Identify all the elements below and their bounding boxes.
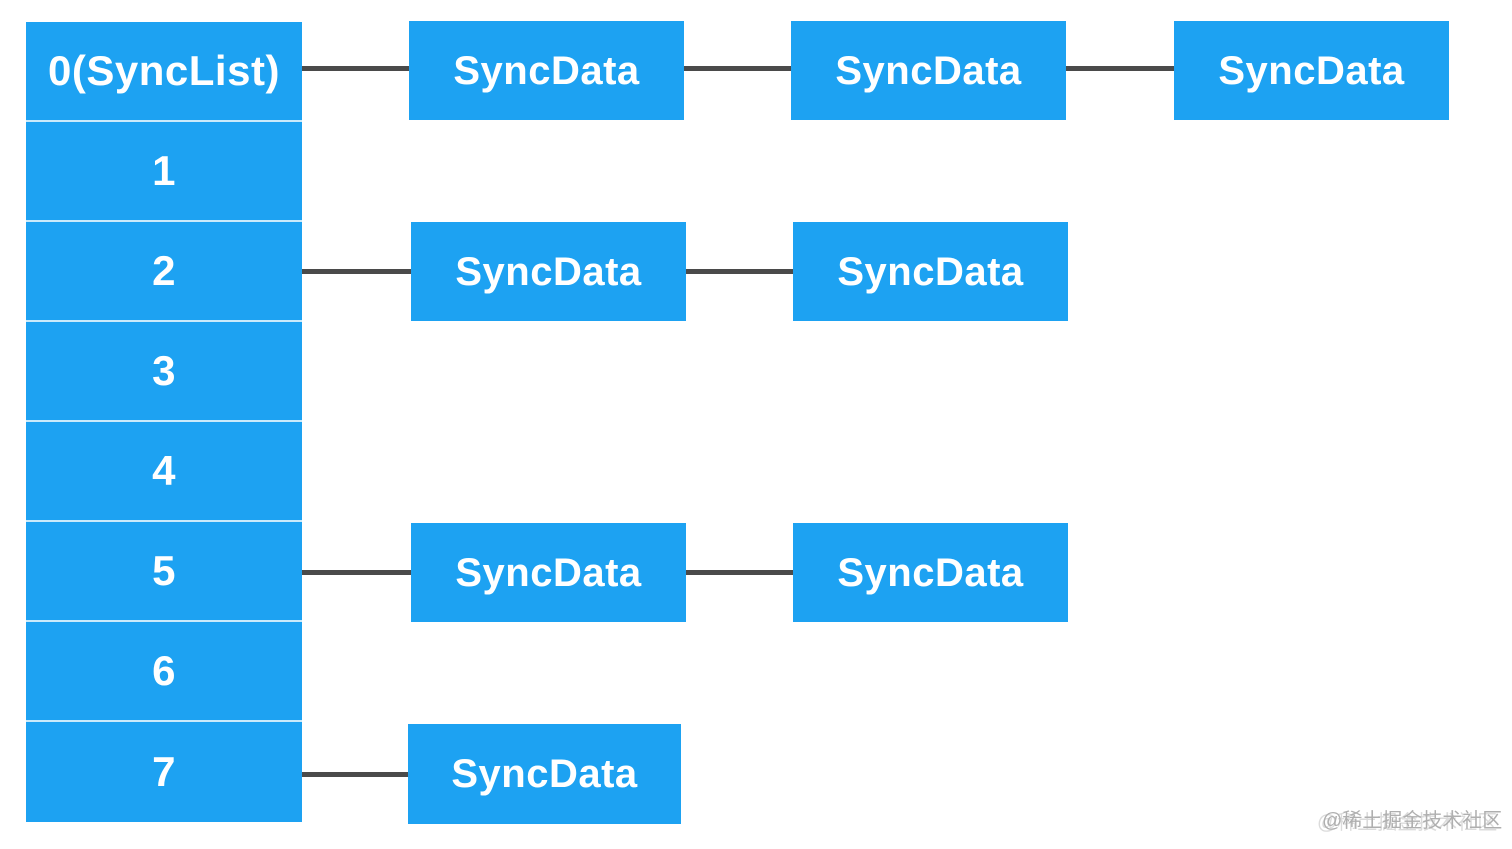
syncdata-node-label: SyncData bbox=[455, 550, 642, 595]
bucket-cell-0: 0(SyncList) bbox=[26, 22, 302, 122]
bucket-cell-1: 1 bbox=[26, 122, 302, 222]
connector-line-bucket5-b bbox=[686, 570, 793, 575]
connector-line-bucket7-a bbox=[302, 772, 408, 777]
connector-line-bucket5-a bbox=[302, 570, 411, 575]
syncdata-node-b5-1: SyncData bbox=[793, 523, 1068, 622]
syncdata-node-b0-0: SyncData bbox=[409, 21, 684, 120]
connector-line-bucket0-a bbox=[302, 66, 409, 71]
bucket-label-3: 3 bbox=[152, 347, 176, 394]
connector-line-bucket2-a bbox=[302, 269, 411, 274]
bucket-cell-2: 2 bbox=[26, 222, 302, 322]
bucket-cell-4: 4 bbox=[26, 422, 302, 522]
syncdata-node-b0-2: SyncData bbox=[1174, 21, 1449, 120]
syncdata-node-label: SyncData bbox=[451, 752, 638, 796]
bucket-cell-7: 7 bbox=[26, 722, 302, 822]
syncdata-node-b5-0: SyncData bbox=[411, 523, 686, 622]
syncdata-node-b2-1: SyncData bbox=[793, 222, 1068, 321]
bucket-array-column: 0(SyncList) 1 2 3 4 5 6 7 bbox=[26, 22, 302, 822]
syncdata-node-label: SyncData bbox=[837, 249, 1024, 294]
bucket-label-6: 6 bbox=[152, 647, 176, 694]
bucket-cell-3: 3 bbox=[26, 322, 302, 422]
syncdata-node-b2-0: SyncData bbox=[411, 222, 686, 321]
bucket-label-0: 0(SyncList) bbox=[48, 47, 280, 94]
watermark-text: @稀土掘金技术社区 bbox=[1322, 810, 1503, 832]
syncdata-node-label: SyncData bbox=[835, 48, 1022, 93]
bucket-cell-6: 6 bbox=[26, 622, 302, 722]
syncdata-node-label: SyncData bbox=[837, 550, 1024, 595]
bucket-label-2: 2 bbox=[152, 247, 176, 294]
connector-line-bucket0-c bbox=[1066, 66, 1174, 71]
syncdata-node-b0-1: SyncData bbox=[791, 21, 1066, 120]
connector-line-bucket0-b bbox=[684, 66, 791, 71]
bucket-label-1: 1 bbox=[152, 147, 176, 194]
bucket-label-7: 7 bbox=[152, 748, 176, 795]
syncdata-node-label: SyncData bbox=[1218, 48, 1405, 93]
bucket-label-5: 5 bbox=[152, 547, 176, 594]
syncdata-node-b7-0: SyncData bbox=[408, 724, 681, 824]
bucket-cell-5: 5 bbox=[26, 522, 302, 622]
syncdata-node-label: SyncData bbox=[453, 48, 640, 93]
syncdata-node-label: SyncData bbox=[455, 249, 642, 294]
bucket-label-4: 4 bbox=[152, 447, 176, 494]
connector-line-bucket2-b bbox=[686, 269, 793, 274]
